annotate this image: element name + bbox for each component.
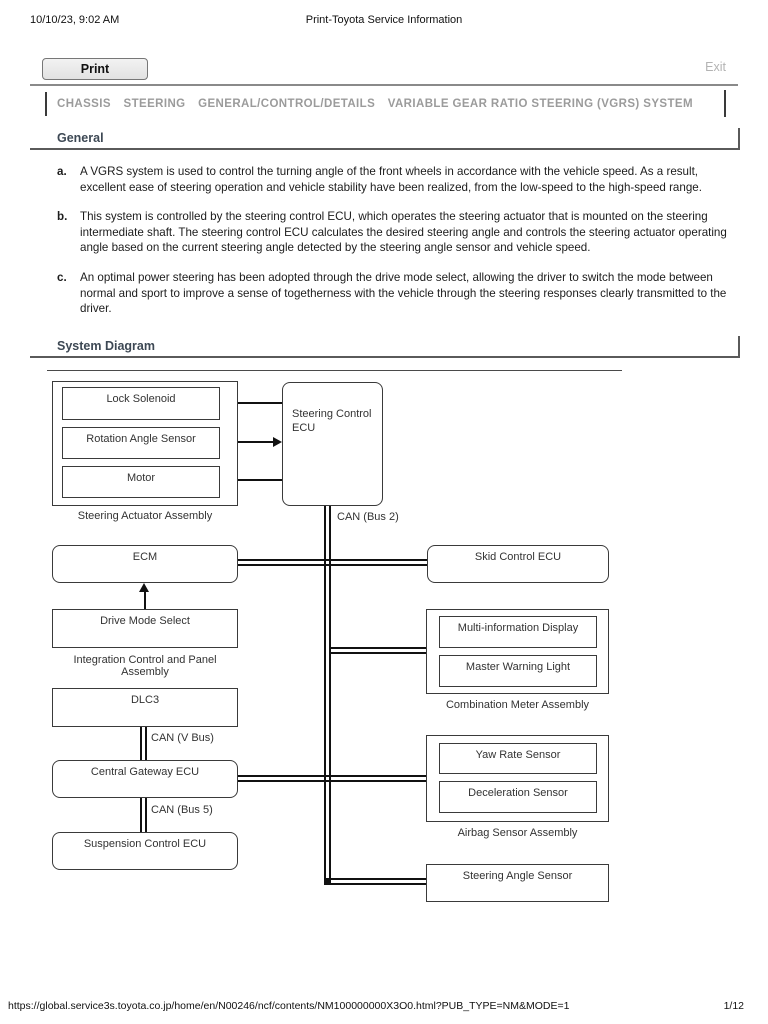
general-item-c: c. An optimal power steering has been ad…: [57, 270, 738, 317]
yaw-rate-sensor-box: Yaw Rate Sensor: [439, 743, 597, 774]
breadcrumb-item-general-control-details: GENERAL/CONTROL/DETAILS: [198, 98, 376, 110]
lock-solenoid-arrow-shaft: [229, 402, 282, 404]
arrow-up-icon: [139, 583, 149, 592]
can-bus5-label: CAN (Bus 5): [151, 804, 213, 816]
figure-top-line: [47, 370, 622, 371]
ecm-box: ECM: [52, 545, 238, 583]
section-header-system-diagram: System Diagram: [30, 336, 740, 358]
breadcrumb-item-vgrs-system: VARIABLE GEAR RATIO STEERING (VGRS) SYST…: [387, 98, 693, 110]
bus-elbow-corner: [324, 878, 331, 885]
section-header-general: General: [30, 128, 740, 150]
steering-angle-sensor-box: Steering Angle Sensor: [426, 864, 609, 902]
steering-actuator-assembly-label: Steering Actuator Assembly: [77, 510, 213, 522]
breadcrumb-item-steering: STEERING: [123, 98, 186, 110]
integration-control-panel-label: Integration Control and Panel Assembly: [73, 654, 217, 678]
skid-control-ecu-box: Skid Control ECU: [427, 545, 609, 583]
general-paragraphs: a. A VGRS system is used to control the …: [57, 164, 738, 331]
lock-solenoid-box: Lock Solenoid: [62, 387, 220, 420]
section-header-tick: [738, 128, 740, 148]
multi-information-display-box: Multi-information Display: [439, 616, 597, 648]
can-bus2-vertical-line: [324, 506, 331, 885]
section-title-general: General: [57, 131, 104, 145]
general-item-b: b. This system is controlled by the stee…: [57, 209, 738, 256]
list-label: c.: [57, 270, 67, 284]
can-vbus-vertical-line: [140, 727, 147, 760]
datetime-text: 10/10/23, 9:02 AM: [30, 14, 120, 26]
combination-meter-assembly-label: Combination Meter Assembly: [445, 699, 590, 711]
general-item-a: a. A VGRS system is used to control the …: [57, 164, 738, 195]
document-title: Print-Toyota Service Information: [305, 14, 463, 26]
bus-combination-meter-line: [331, 647, 426, 654]
list-text: This system is controlled by the steerin…: [80, 210, 727, 255]
list-text: A VGRS system is used to control the tur…: [80, 165, 702, 194]
list-text: An optimal power steering has been adopt…: [80, 270, 727, 316]
list-label: b.: [57, 210, 68, 224]
master-warning-light-box: Master Warning Light: [439, 655, 597, 687]
breadcrumb: CHASSIS STEERING GENERAL/CONTROL/DETAILS…: [45, 90, 726, 117]
bus-steering-angle-sensor-line: [324, 878, 426, 885]
airbag-sensor-assembly-label: Airbag Sensor Assembly: [457, 827, 578, 839]
ecm-skid-bus-line: [238, 559, 427, 566]
system-diagram: Lock Solenoid Rotation Angle Sensor Moto…: [40, 368, 632, 920]
footer-page-number: 1/12: [723, 1000, 744, 1012]
print-button[interactable]: Print: [42, 58, 148, 80]
footer: https://global.service3s.toyota.co.jp/ho…: [0, 1000, 768, 1014]
breadcrumb-item-chassis: CHASSIS: [57, 98, 111, 110]
dlc3-box: DLC3: [52, 688, 238, 727]
motor-box: Motor: [62, 466, 220, 498]
toolbar-divider: [30, 84, 738, 86]
suspension-control-ecu-box: Suspension Control ECU: [52, 832, 238, 870]
header-meta: 10/10/23, 9:02 AM Print-Toyota Service I…: [30, 14, 738, 28]
exit-link[interactable]: Exit: [705, 60, 726, 74]
drive-mode-select-box: Drive Mode Select: [52, 609, 238, 648]
can-vbus-label: CAN (V Bus): [151, 732, 214, 744]
footer-url: https://global.service3s.toyota.co.jp/ho…: [8, 1000, 570, 1012]
deceleration-sensor-box: Deceleration Sensor: [439, 781, 597, 813]
can-bus2-label: CAN (Bus 2): [337, 511, 399, 523]
section-header-tick: [738, 336, 740, 356]
steering-control-ecu-box: Steering Control ECU: [282, 382, 383, 506]
gateway-airbag-bus-line: [238, 775, 426, 782]
breadcrumb-end-bar: [724, 90, 726, 117]
arrow-right-icon: [273, 437, 282, 447]
drive-mode-arrow-shaft: [144, 590, 146, 609]
list-label: a.: [57, 165, 67, 178]
can-bus5-vertical-line: [140, 798, 147, 832]
section-title-system-diagram: System Diagram: [57, 339, 155, 353]
rotation-angle-sensor-box: Rotation Angle Sensor: [62, 427, 220, 459]
central-gateway-ecu-box: Central Gateway ECU: [52, 760, 238, 798]
motor-arrow-shaft: [229, 479, 282, 481]
rotation-sensor-arrow-shaft: [220, 441, 273, 443]
